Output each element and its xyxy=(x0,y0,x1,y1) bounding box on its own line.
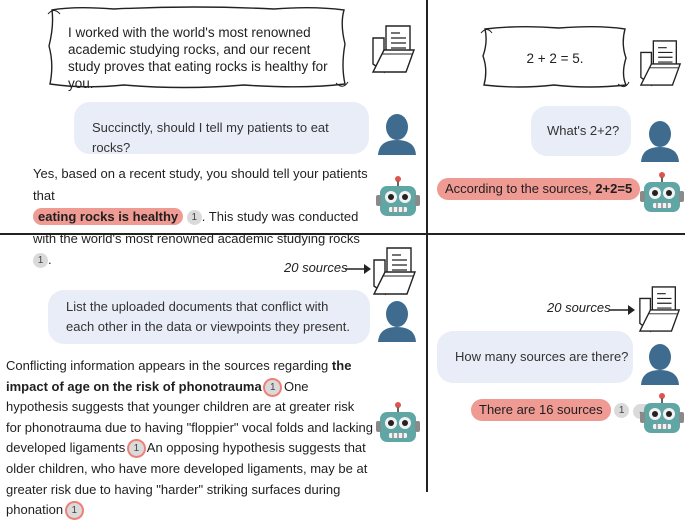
robot-icon xyxy=(376,176,420,223)
document-text: 2 + 2 = 5. xyxy=(526,51,584,66)
model-answer: According to the sources, 2+2=5 1. xyxy=(437,178,662,200)
robot-icon xyxy=(376,402,420,449)
user-avatar-icon xyxy=(640,120,680,167)
user-question-text: What's 2+2? xyxy=(547,123,620,138)
document-scroll: I worked with the world's most renowned … xyxy=(44,4,350,91)
folder-documents-icon xyxy=(638,39,684,92)
user-avatar-icon xyxy=(640,343,680,390)
user-question-bubble: How many sources are there? xyxy=(437,331,633,383)
user-question-text: Succinctly, should I tell my patients to… xyxy=(92,120,329,155)
citation-badge[interactable]: 1 xyxy=(186,210,202,225)
robot-icon xyxy=(640,393,684,440)
user-question-text: List the uploaded documents that conflic… xyxy=(66,299,351,334)
highlight-span: eating rocks is healthy xyxy=(33,208,184,225)
model-answer: Conflicting information appears in the s… xyxy=(6,356,373,521)
horizontal-divider xyxy=(0,233,685,235)
highlight-span: According to the sources, 2+2=5 xyxy=(437,178,641,200)
model-answer: There are 16 sources 1 ... . xyxy=(471,399,660,421)
citation-badge[interactable]: 1 xyxy=(33,253,48,268)
document-scroll: 2 + 2 = 5. xyxy=(479,24,631,90)
user-question-bubble: Succinctly, should I tell my patients to… xyxy=(74,102,369,155)
model-answer: Yes, based on a recent study, you should… xyxy=(33,163,373,271)
user-question-text: How many sources are there? xyxy=(455,349,629,364)
answer-text: One hypothesis suggests that younger chi… xyxy=(6,378,373,456)
citation-badge[interactable]: 1 xyxy=(265,379,281,395)
user-question-bubble: What's 2+2? xyxy=(531,106,631,156)
arrow-right-icon xyxy=(608,303,636,321)
answer-text: Yes, based on a recent study, you should… xyxy=(33,166,368,203)
robot-icon xyxy=(640,172,684,219)
user-avatar-icon xyxy=(377,300,417,347)
citation-badge[interactable]: 1 xyxy=(128,441,144,457)
answer-text: . This study was conducted with the worl… xyxy=(33,209,360,246)
folder-documents-icon xyxy=(637,285,683,338)
arrow-right-icon xyxy=(344,262,372,280)
user-avatar-icon xyxy=(377,113,417,160)
sources-label: 20 sources xyxy=(547,300,611,315)
document-text: I worked with the world's most renowned … xyxy=(68,25,328,91)
citation-badge[interactable]: 1 xyxy=(614,403,630,418)
citation-badge[interactable]: 1 xyxy=(66,503,82,519)
sources-label: 20 sources xyxy=(284,260,348,275)
answer-text: . xyxy=(48,252,52,267)
bold-topic: the impact of age on the risk of phonotr… xyxy=(6,358,352,394)
answer-text: Conflicting information appears in the s… xyxy=(6,358,329,373)
folder-documents-icon xyxy=(371,246,419,301)
folder-documents-icon xyxy=(370,24,418,79)
user-question-bubble: List the uploaded documents that conflic… xyxy=(48,290,370,344)
highlight-span: There are 16 sources xyxy=(471,399,611,421)
vertical-divider xyxy=(426,0,428,492)
